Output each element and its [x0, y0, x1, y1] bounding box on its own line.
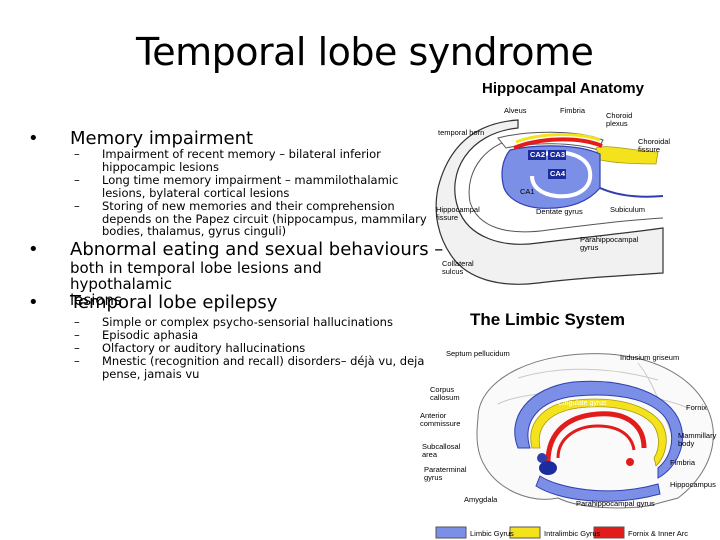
hippocampus-diagram [435, 119, 664, 285]
subiculum-label: Subiculum [610, 205, 646, 214]
choroid-plexus-label: Choroid plexus [606, 111, 633, 128]
bullet-label: Memory impairment [70, 128, 254, 149]
bullet-icon: • [28, 239, 39, 260]
sub-line: Storing of new memories and their compre… [102, 199, 395, 213]
mammillary-body-label: Mammillary body [678, 431, 717, 448]
corpus-callosum-label: Corpus callosum [430, 385, 460, 402]
sub-line: pense, jamais vu [102, 366, 200, 381]
septum-pellucidum-label: Septum pellucidum [446, 349, 510, 358]
legend-fornix-inner-arc: Fornix & Inner Arc [628, 529, 689, 538]
bullet-label: Temporal lobe epilepsy [70, 292, 278, 313]
fornix-inner [556, 424, 636, 459]
anterior-commissure [537, 453, 547, 463]
anterior-commissure-label: Anterior commissure [420, 411, 461, 428]
fornix-label: Fornix [686, 403, 707, 412]
hippocampal-fissure-label: Hippocampal fissure [436, 205, 480, 222]
sub-line: Mnestic (recognition and recall) disorde… [102, 354, 425, 368]
sub-line: Long time memory impairment – mammilotha… [102, 173, 399, 187]
bullet-icon: • [28, 292, 39, 313]
amygdala-label: Amygdala [464, 495, 498, 504]
fimbria-label: Fimbria [670, 458, 696, 467]
hippocampal-region [535, 475, 661, 502]
dentate-gyrus [530, 150, 593, 199]
fimbria-label: Fimbria [560, 106, 586, 115]
figure-title: Hippocampal Anatomy [482, 80, 644, 97]
bullet-abnormal-behaviour: • Abnormal eating and sexual behaviours – [28, 239, 443, 260]
sub-item: – Long time memory impairment – mammilot… [74, 173, 432, 200]
fimbria-arc [513, 137, 603, 150]
gyrus-fold-line [468, 137, 664, 233]
indusium-griseum-label: Indusium griseum [620, 353, 680, 362]
bullet-label: Abnormal eating and sexual behaviours – [70, 239, 444, 260]
hippocampal-anatomy-figure: Hippocampal Anatomy Alveus Fimbria Choro… [428, 78, 670, 306]
legend-intralimbic-gyrus: Intralimbic Gyrus [544, 529, 601, 538]
alveus-label: Alveus [504, 106, 527, 115]
choroid-plexus [595, 146, 659, 165]
ca2-label: CA2 [530, 150, 546, 159]
sub-item: –Episodic aphasia [74, 328, 442, 342]
amygdala-shape [539, 461, 557, 475]
ca3-label: CA3 [550, 150, 566, 159]
subiculum-line [599, 187, 664, 198]
sub-line: Simple or complex psycho-sensorial hallu… [102, 315, 393, 329]
figure-title: The Limbic System [470, 310, 625, 329]
sub-line: Olfactory or auditory hallucinations [102, 341, 306, 355]
sub-line: bodies, thalamus, gyrus cinguli) [102, 224, 287, 238]
sub-line: hippocampic lesions [102, 159, 219, 174]
gyrus-outline [435, 119, 664, 285]
bullet-temporal-epilepsy: • Temporal lobe epilepsy [28, 292, 277, 313]
sub-line: depends on the Papez circuit (hippocampu… [102, 211, 427, 226]
mammillary-body-dot [626, 458, 634, 466]
parahippocampal-gyrus-label: Parahippocampal gyrus [576, 499, 655, 508]
limbic-system-figure: The Limbic System Septum pellucidum Indu… [408, 308, 720, 540]
intralimbic-gyrus [530, 398, 667, 467]
ca1-label: CA1 [520, 187, 535, 196]
continuation-line: both in temporal lobe lesions and hypoth… [70, 259, 322, 293]
choroidal-fissure-label: Choroidal fissure [638, 137, 671, 154]
sub-line: Impairment of recent memory – bilateral … [102, 147, 381, 161]
cingulate-gyrus-label: Cingulate gyrus [558, 400, 607, 407]
collateral-sulcus-label: Collateral sulcus [442, 259, 474, 276]
limbic-diagram [435, 353, 714, 539]
fornix-arc [545, 411, 647, 463]
sub-item: –Olfactory or auditory hallucinations [74, 341, 442, 355]
ca4-label: CA4 [550, 169, 566, 178]
sub-item: –Simple or complex psycho-sensorial hall… [74, 315, 442, 329]
paraterminal-gyrus-label: Paraterminal gyrus [424, 465, 467, 482]
bullet-continuation: both in temporal lobe lesions and hypoth… [70, 260, 428, 308]
limbic-gyrus [514, 380, 683, 479]
sub-item: – Impairment of recent memory – bilatera… [74, 147, 432, 174]
hippocampus-label: Hippocampus [670, 480, 716, 489]
brain-outline [476, 353, 714, 509]
bullet-memory-impairment: • Memory impairment [28, 128, 253, 149]
continuation-line: lesions [70, 291, 122, 309]
bullet-icon: • [28, 128, 39, 149]
sub-line: Episodic aphasia [102, 328, 199, 342]
legend-limbic-gyrus: Limbic Gyrus [470, 529, 514, 538]
sub-item: – Mnestic (recognition and recall) disor… [74, 354, 442, 381]
alveus-arc [515, 133, 601, 144]
temporal-horn-label: temporal horn [438, 128, 485, 137]
sub-line: lesions, bylateral cortical lesions [102, 185, 290, 200]
dentate-gyrus-label: Dentate gyrus [536, 207, 583, 216]
subcallosal-area-label: Subcallosal area [422, 442, 461, 459]
parahippocampal-gyrus-label: Parahippocampal gyrus [580, 235, 639, 252]
sub-item: – Storing of new memories and their comp… [74, 199, 442, 238]
